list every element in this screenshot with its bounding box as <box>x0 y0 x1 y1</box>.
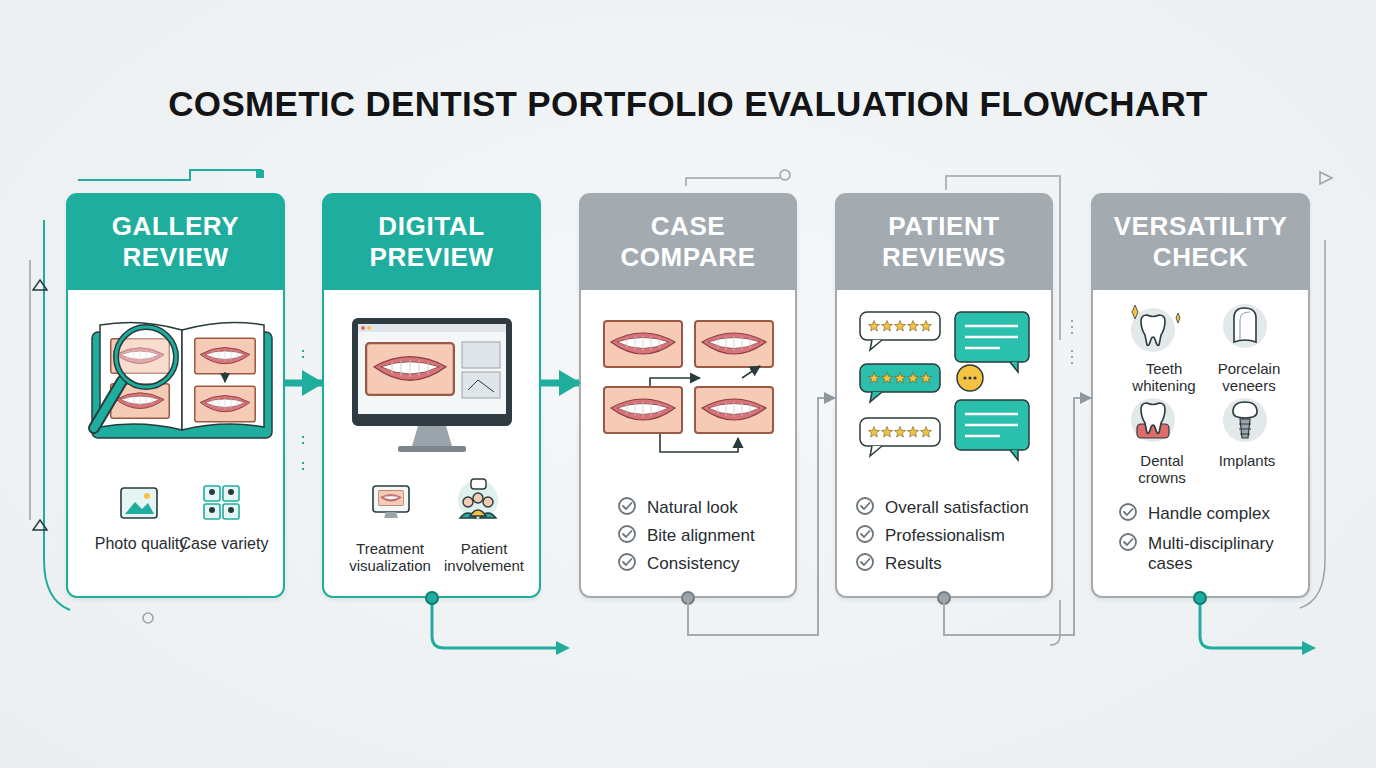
card-heading: DIGITAL PREVIEW <box>332 211 532 273</box>
background-circuit-lines-part <box>556 641 570 655</box>
background-circuit-lines-part <box>1302 641 1316 655</box>
background-circuit-lines-part <box>143 613 153 623</box>
criterion-label: Dental crowns <box>1120 452 1204 486</box>
process-card: PATIENT REVIEWS Overall satisfactionProfe… <box>835 193 1053 598</box>
background-circuit-lines-part <box>33 280 47 290</box>
process-card: DIGITAL PREVIEW Treatment visualizationPa… <box>322 193 541 598</box>
background-circuit-lines-part <box>1200 600 1305 648</box>
criterion-label: Overall satisfaction <box>885 498 1050 518</box>
criterion-label: Porcelain veneers <box>1204 360 1294 394</box>
criterion-label: Professionalism <box>885 526 1050 546</box>
process-card: GALLERY REVIEW Photo qualityCase variety <box>66 193 285 598</box>
criterion-label: Bite alignment <box>647 526 787 546</box>
card-heading: GALLERY REVIEW <box>76 211 276 273</box>
card-heading: VERSATILITY CHECK <box>1101 211 1301 273</box>
criterion-label: Consistency <box>647 554 787 574</box>
criterion-label: Natural look <box>647 498 787 518</box>
card-heading: CASE COMPARE <box>588 211 788 273</box>
background-circuit-lines-part <box>1071 320 1073 366</box>
diagram-title: COSMETIC DENTIST PORTFOLIO EVALUATION FL… <box>80 84 1296 124</box>
process-card: CASE COMPARE Natural lookBite alignmentCo… <box>579 193 797 598</box>
criterion-label: Teeth whitening <box>1122 360 1206 394</box>
flow-arrow <box>285 380 322 387</box>
flow-arrow <box>541 380 579 387</box>
background-circuit-lines-part <box>33 520 47 530</box>
background-circuit-lines-part <box>78 170 262 180</box>
background-circuit-lines-part <box>1320 172 1332 184</box>
card-heading: PATIENT REVIEWS <box>844 211 1044 273</box>
background-circuit-lines-part <box>780 170 790 180</box>
background-circuit-lines <box>30 170 1332 655</box>
criterion-label: Handle complex <box>1148 504 1308 524</box>
background-circuit-lines-part <box>302 350 304 472</box>
criterion-label: Photo quality <box>91 535 191 553</box>
background-circuit-lines-part <box>686 178 780 186</box>
criterion-label: Treatment visualization <box>340 540 440 574</box>
background-circuit-lines-part <box>29 260 31 520</box>
criterion-label: Results <box>885 554 1050 574</box>
background-circuit-lines-part <box>1050 600 1060 645</box>
criterion-label: Multi-disciplinary cases <box>1148 534 1298 574</box>
criterion-label: Implants <box>1202 452 1292 469</box>
background-circuit-lines-part <box>432 600 560 648</box>
background-circuit-lines-part <box>256 170 264 178</box>
process-card: VERSATILITY CHECK Teeth whiteningPorcelai… <box>1091 193 1310 598</box>
criterion-label: Patient involvement <box>434 540 534 574</box>
criterion-label: Case variety <box>174 535 274 553</box>
